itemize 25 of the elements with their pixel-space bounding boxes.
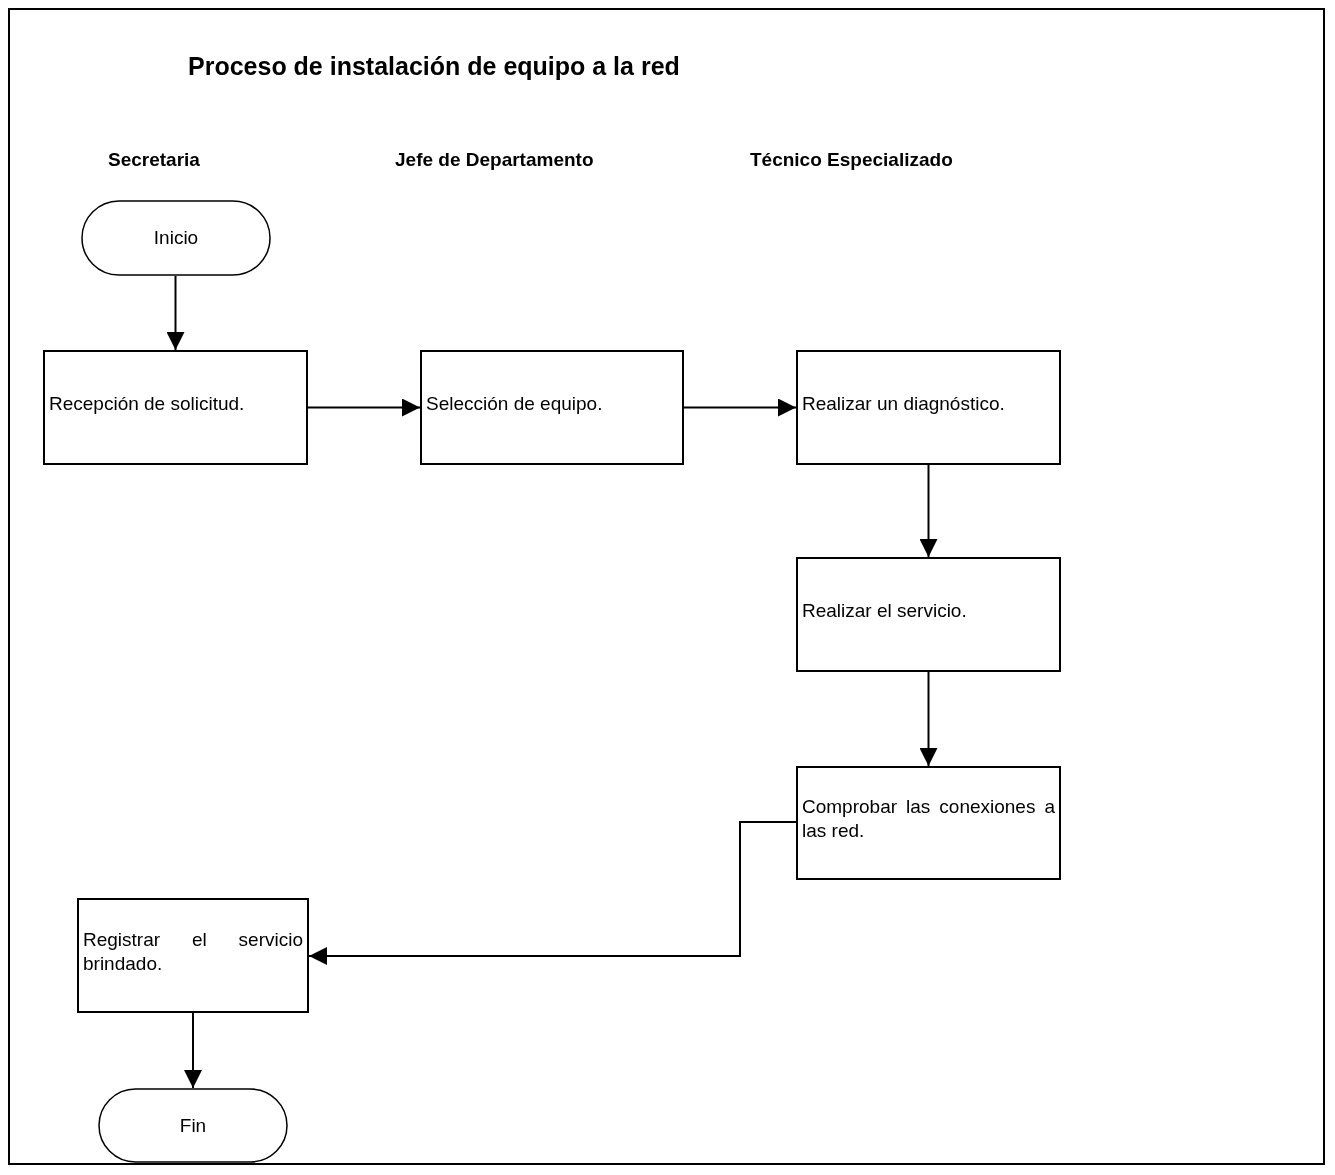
node-text: Recepción de solicitud.	[49, 391, 246, 416]
node-text: Registrar el servicio brindado.	[83, 927, 303, 976]
process-box	[420, 350, 684, 465]
arrow	[308, 821, 797, 965]
lane-header: Jefe de Departamento	[395, 149, 594, 171]
arrow	[683, 398, 797, 417]
lane-header: Secretaria	[108, 149, 200, 171]
node-text: Selección de equipo.	[426, 391, 604, 416]
process-box	[43, 350, 308, 465]
process-box	[796, 350, 1061, 465]
process-box	[77, 898, 309, 1013]
node-text: Inicio	[153, 227, 199, 249]
lane-header: Técnico Especializado	[750, 149, 953, 171]
node-text: Realizar un diagnóstico.	[802, 391, 1006, 416]
arrow	[166, 275, 185, 351]
node-text: Comprobar las conexiones a las red.	[802, 795, 1055, 843]
arrow	[919, 464, 938, 558]
arrow	[184, 1012, 202, 1089]
process-box	[796, 766, 1061, 880]
arrow	[919, 671, 938, 767]
process-box	[796, 557, 1061, 672]
node-text: Realizar el servicio.	[802, 598, 968, 623]
node-text: Fin	[179, 1114, 207, 1137]
arrow	[307, 398, 421, 417]
diagram-title: Proceso de instalación de equipo a la red	[188, 52, 680, 81]
